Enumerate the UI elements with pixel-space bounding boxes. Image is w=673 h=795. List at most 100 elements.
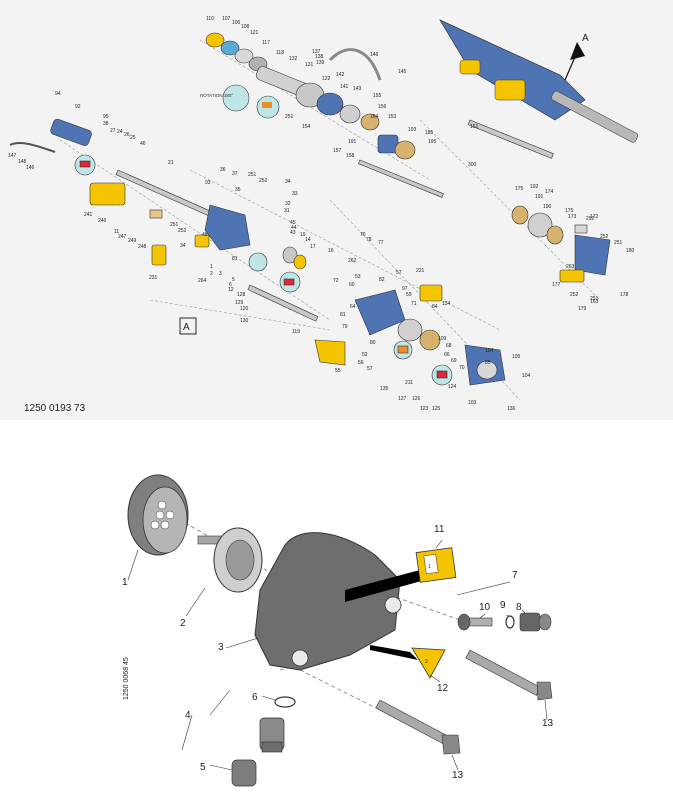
callout-label: 157 (333, 148, 342, 154)
callout-label: 122 (322, 76, 331, 82)
callout-label: 164 (370, 114, 379, 120)
bolt-lower (375, 699, 461, 755)
callout-label: 34 (285, 179, 291, 185)
callout-label: 249 (128, 238, 137, 244)
callout-label: 13 (542, 718, 554, 729)
callout-label: 190 (543, 204, 552, 210)
vertical-code: 1250 0068 45 (123, 657, 130, 700)
callout-label: 143 (353, 86, 362, 92)
callout-label: 123 (420, 406, 429, 412)
callout-label: 192 (530, 184, 539, 190)
callout-label: 185 (425, 130, 434, 136)
callout-label: 117 (262, 40, 270, 46)
callout-label: 26 (124, 132, 130, 138)
callout-label: 109 (438, 336, 447, 342)
callout-label: 145 (398, 69, 407, 75)
lower-fitting-group (231, 696, 296, 787)
callout-label: 172 (590, 214, 599, 220)
callout-label: 92 (75, 104, 81, 110)
callout-label: 174 (545, 189, 554, 195)
callout-label: 262 (348, 258, 357, 264)
callout-label: 154 (302, 124, 311, 130)
callout-label: 120 (240, 306, 249, 312)
callout-label: 292 (586, 216, 595, 222)
callout-label: 32 (285, 201, 291, 207)
callout-label: 177 (552, 282, 561, 288)
callout-label: 14 (305, 237, 311, 243)
rotation-note: ROTATION 180° (200, 93, 233, 98)
pulley (127, 474, 189, 556)
callout-label: 119 (292, 329, 300, 335)
center-housing-assembly (194, 204, 319, 322)
callout-label: 5 (232, 277, 235, 283)
callout-label: 132 (289, 56, 298, 62)
callout-label: 128 (237, 292, 246, 298)
upper-gear-assembly (205, 32, 416, 160)
callout-label: 36 (220, 167, 226, 173)
callout-label: 45 (290, 220, 296, 226)
callout-label: 10 (479, 602, 491, 613)
callout-label: 110 (206, 16, 214, 22)
callout-label: 52 (362, 352, 368, 358)
decal-12: 2 (370, 645, 446, 679)
document-number: 1250 0193 73 (24, 403, 86, 414)
callout-label: 300 (468, 162, 477, 168)
callout-label: 146 (370, 52, 379, 58)
callout-label: 5 (200, 762, 206, 773)
callout-label: 94 (55, 91, 61, 97)
callout-label: 12 (228, 287, 234, 293)
callout-label: 173 (568, 214, 577, 220)
callout-label: 247 (118, 234, 127, 240)
callout-label: 175 (565, 208, 574, 214)
callout-label: 252 (259, 178, 268, 184)
callout-label: 252 (178, 228, 187, 234)
callout-label: 53 (355, 274, 361, 280)
callout-label: 1 (210, 264, 213, 270)
callout-label: 121 (250, 30, 259, 36)
bolt-upper (465, 649, 553, 701)
callout-label: 142 (336, 72, 345, 78)
callout-label: 60 (349, 282, 355, 288)
callout-label: 70 (459, 365, 465, 371)
callout-label: 12 (437, 683, 449, 694)
hub-disc (197, 527, 263, 593)
callout-label: 211 (405, 380, 413, 386)
callout-label: 64 (350, 304, 356, 310)
callout-label: 3 (218, 642, 224, 653)
callout-label: 16 (328, 248, 334, 254)
callout-label: 146 (26, 165, 35, 171)
callout-label: 252 (600, 234, 609, 240)
callout-label: 95 (103, 114, 109, 120)
callout-label: 130 (240, 318, 249, 324)
callout-label: 147 (8, 153, 17, 159)
callout-label: 48 (202, 232, 208, 238)
callout-label: 17 (310, 244, 316, 250)
callout-label: 231 (149, 275, 158, 281)
callout-label: 80 (370, 340, 376, 346)
left-handle-assembly (9, 118, 229, 266)
callout-label: 129 (235, 300, 244, 306)
callout-label: 66 (444, 352, 450, 358)
callout-label: 81 (232, 256, 238, 262)
callout-label: 263 (566, 264, 575, 270)
callout-label: 34 (180, 243, 186, 249)
exploded-view-svg: A (8, 16, 639, 414)
callout-label: 161 (470, 124, 479, 130)
callout-label: 136 (507, 406, 516, 412)
callout-label: 103 (468, 400, 477, 406)
callout-label: 79 (342, 324, 348, 330)
callout-label: 251 (285, 114, 294, 120)
callout-label: 104 (485, 348, 494, 354)
callout-label: 72 (333, 278, 339, 284)
callout-label: 27 (110, 128, 116, 134)
callout-label: 35 (235, 187, 241, 193)
bracket-svg: 1 2 (122, 474, 554, 787)
lower-housing-assembly (314, 284, 506, 386)
callout-label: 38 (103, 121, 109, 127)
callout-label: 19 (300, 232, 306, 238)
callout-label: 13 (452, 770, 464, 781)
callout-label: 3 (219, 271, 222, 277)
callout-label: 2 (210, 271, 213, 277)
right-gear-assembly (358, 119, 611, 283)
